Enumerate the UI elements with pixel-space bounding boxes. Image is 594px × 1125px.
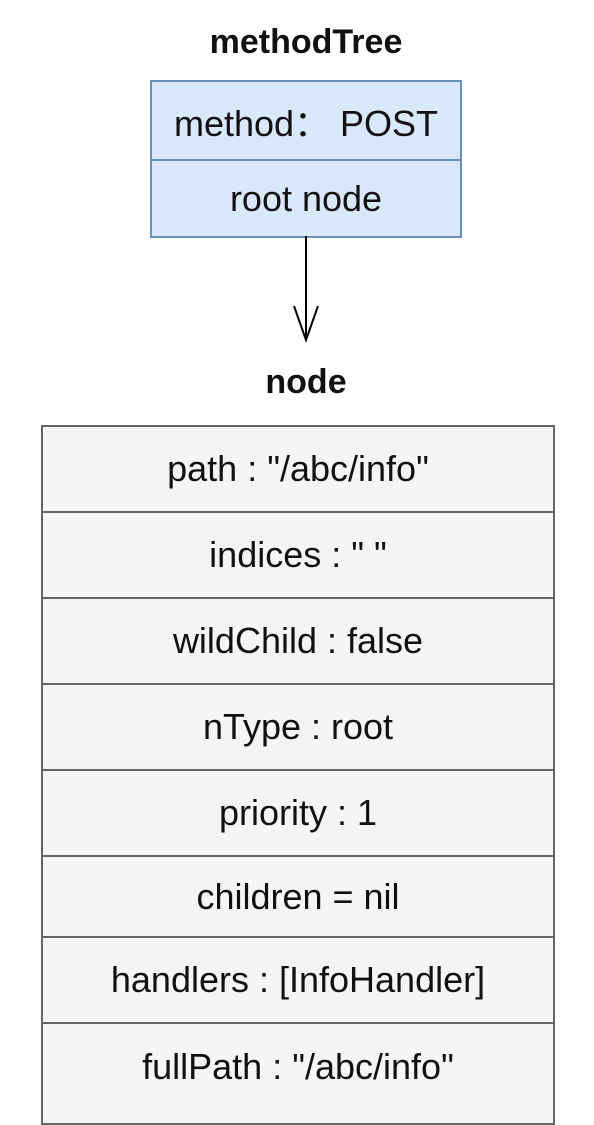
root-node-arrow (293, 236, 319, 344)
method-row: method： POST (173, 102, 439, 144)
node-field-path: path : "/abc/info" (43, 427, 553, 513)
node-box: path : "/abc/info" indices : " " wildChi… (41, 425, 555, 1125)
root-node-row: root node (152, 159, 460, 236)
node-field-priority: priority : 1 (43, 771, 553, 857)
node-field-wildchild: wildChild : false (43, 599, 553, 685)
node-title: node (265, 363, 347, 401)
method-tree-box: method： POST root node (150, 80, 462, 238)
node-field-children: children = nil (43, 857, 553, 938)
node-field-fullpath: fullPath : "/abc/info" (142, 1046, 454, 1087)
arrow-head (293, 305, 319, 344)
node-field-handlers: handlers : [InfoHandler] (43, 938, 553, 1024)
method-tree-title: methodTree (209, 23, 403, 61)
node-field-ntype: nType : root (43, 685, 553, 771)
node-field-indices: indices : " " (43, 513, 553, 599)
